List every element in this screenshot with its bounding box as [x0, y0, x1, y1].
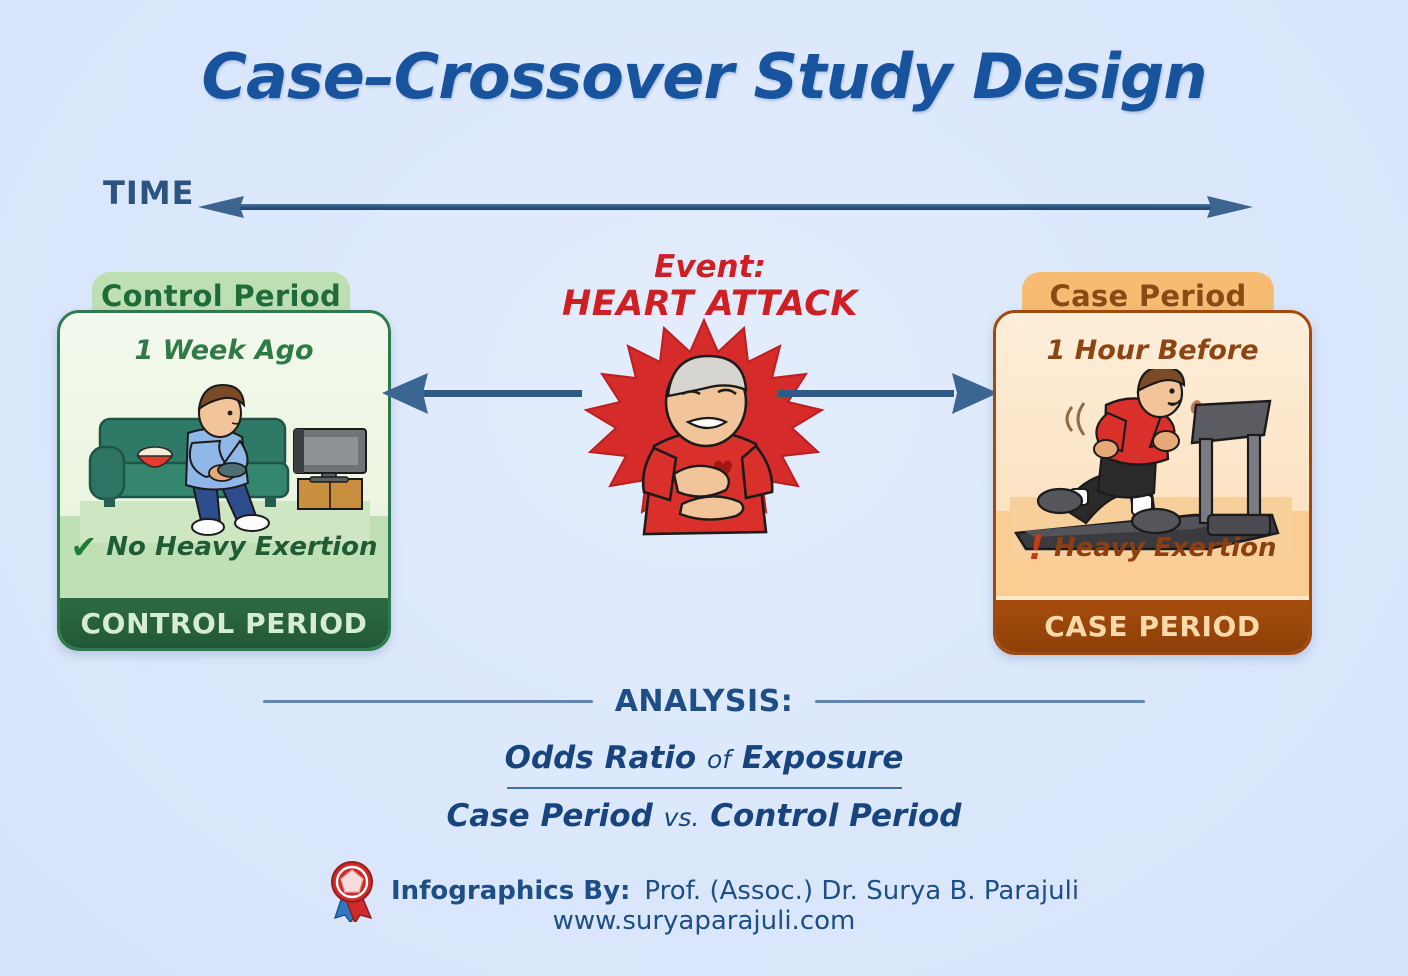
- event-label: Event:: [654, 249, 766, 285]
- case-note: ! Heavy Exertion: [996, 531, 1309, 565]
- analysis-header: ANALYSIS:: [0, 684, 1408, 719]
- denominator-bold-1: Case Period: [446, 798, 653, 834]
- website-link[interactable]: www.suryaparajuli.com: [552, 906, 856, 936]
- exclamation-icon: !: [1028, 528, 1044, 568]
- credit-name: Prof. (Assoc.) Dr. Surya B. Parajuli: [644, 876, 1080, 906]
- numerator-lite: of: [706, 745, 732, 774]
- control-footer-label: CONTROL PERIOD: [60, 598, 388, 648]
- formula-numerator: Odds Ratio of Exposure: [0, 740, 1408, 783]
- control-subtitle: 1 Week Ago: [134, 335, 314, 366]
- time-axis-label: TIME: [103, 174, 195, 212]
- event-name: HEART ATTACK: [561, 283, 859, 324]
- credit-line: Infographics By: Prof. (Assoc.) Dr. Sury…: [0, 860, 1408, 922]
- case-note-label: Heavy Exertion: [1053, 533, 1277, 563]
- check-icon: ✔: [70, 528, 98, 566]
- case-footer-label: CASE PERIOD: [996, 600, 1309, 652]
- fraction-bar: [506, 787, 902, 789]
- control-note: ✔ No Heavy Exertion: [60, 531, 388, 563]
- control-note-label: No Heavy Exertion: [106, 532, 378, 562]
- credit-prefix: Infographics By:: [391, 876, 630, 906]
- left-arrow-icon: [382, 373, 582, 414]
- man-sitting-on-couch-watching-tv-icon: [80, 383, 370, 543]
- award-ribbon-icon: [330, 861, 373, 922]
- denominator-lite: vs.: [663, 803, 700, 832]
- man-clutching-chest-starburst-icon: [583, 318, 825, 536]
- time-double-arrow-icon: [198, 196, 1253, 218]
- credit-prefix-text: Infographics By:: [390, 876, 631, 906]
- denominator-bold-2: Control Period: [710, 798, 962, 834]
- case-subtitle: 1 Hour Before: [1046, 335, 1259, 366]
- odds-ratio-formula: Odds Ratio of Exposure Case Period vs. C…: [0, 740, 1408, 834]
- case-period-card[interactable]: 1 Hour Before: [993, 310, 1312, 655]
- analysis-label: ANALYSIS:: [614, 684, 794, 719]
- formula-denominator: Case Period vs. Control Period: [0, 795, 1408, 834]
- numerator-bold-2: Exposure: [741, 740, 904, 776]
- man-running-on-treadmill-icon: [1010, 369, 1292, 559]
- divider-left: [262, 700, 593, 703]
- right-arrow-icon: [778, 373, 998, 414]
- page-title: Case–Crossover Study Design: [201, 40, 1208, 113]
- numerator-bold-1: Odds Ratio: [504, 740, 697, 776]
- control-period-card[interactable]: 1 Week Ago: [57, 310, 391, 651]
- event-title: Event: HEART ATTACK: [540, 250, 880, 324]
- divider-right: [815, 700, 1146, 703]
